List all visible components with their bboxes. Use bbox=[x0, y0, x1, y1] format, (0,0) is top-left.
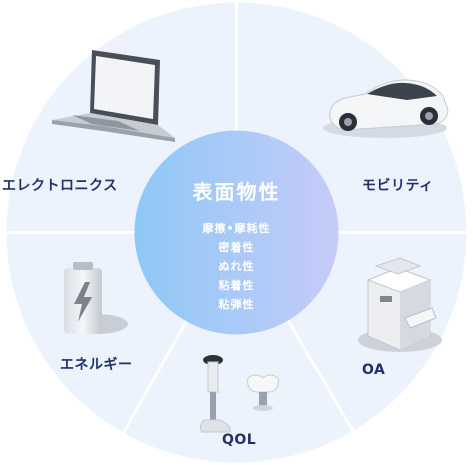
segment-label-qol: QOL bbox=[222, 432, 257, 448]
segment-label-electronics: エレクトロニクス bbox=[2, 178, 118, 194]
center-item-friction-wear: 摩擦•摩耗性 bbox=[202, 222, 271, 235]
laptop-icon bbox=[52, 50, 175, 142]
battery-icon bbox=[64, 262, 128, 334]
center-item-adhesion: 密着性 bbox=[218, 241, 255, 254]
segment-label-oa: OA bbox=[362, 362, 386, 378]
center-circle bbox=[134, 130, 339, 335]
prosthetic-dental-implant-icon bbox=[199, 355, 279, 433]
center-item-wettability: ぬれ性 bbox=[218, 260, 255, 273]
car-icon bbox=[323, 79, 449, 138]
center-item-tackiness: 粘着性 bbox=[218, 279, 255, 292]
segment-label-mobility: モビリティ bbox=[362, 178, 434, 194]
center-title: 表面物性 bbox=[192, 180, 281, 204]
center-item-viscoelasticity: 粘弾性 bbox=[218, 298, 255, 311]
copier-icon bbox=[358, 257, 442, 352]
segment-label-energy: エネルギー bbox=[60, 357, 133, 373]
